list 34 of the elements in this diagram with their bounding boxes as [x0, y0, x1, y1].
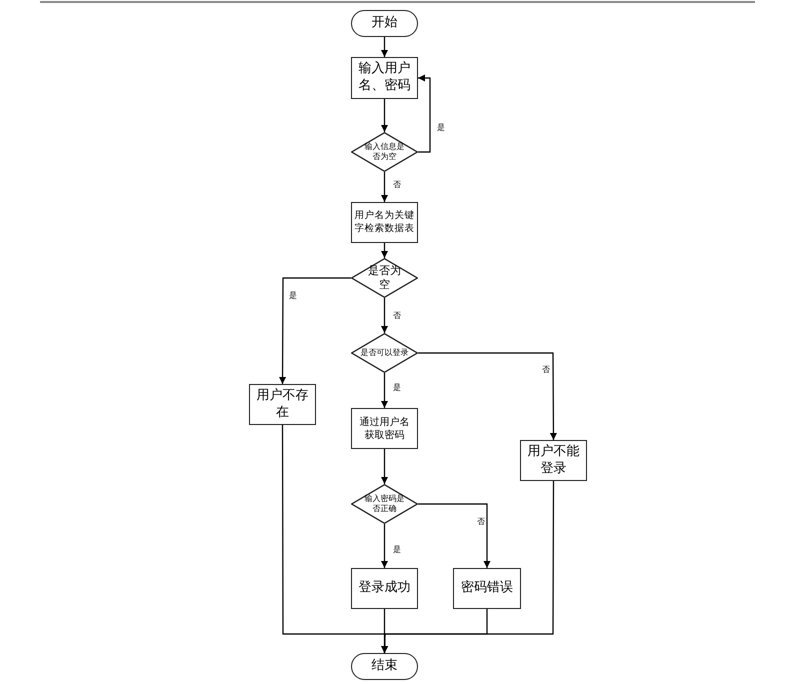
decision-diamond: 是否可以登录: [351, 333, 418, 373]
arrow: [381, 481, 554, 654]
process-box: 通过用户名获取密码: [351, 408, 418, 449]
decision-diamond: 输入信息是否为空: [351, 132, 418, 172]
arrow: [418, 352, 557, 440]
arrow: [418, 74, 431, 153]
edge-label: 是: [393, 546, 401, 554]
arrow: [381, 524, 388, 568]
decision-diamond: 是否为空: [351, 258, 418, 298]
process-box: 用户不存在: [249, 384, 316, 425]
terminal-shape: 开始: [351, 10, 418, 37]
edge-label: 否: [393, 312, 401, 320]
arrow: [418, 503, 490, 568]
arrow: [381, 172, 388, 202]
arrow: [279, 277, 351, 384]
edge-label: 是: [393, 384, 401, 392]
edge-label: 是: [437, 124, 445, 132]
arrow: [381, 99, 388, 132]
arrow: [381, 449, 388, 484]
edge-label: 否: [542, 366, 550, 374]
process-box: 用户名为关键字检索数据表: [351, 202, 418, 243]
decision-diamond: 输入密码是否正确: [351, 484, 418, 524]
edge-label: 是: [289, 292, 297, 300]
edge-label: 否: [477, 518, 485, 526]
arrow: [381, 373, 388, 408]
edge-label: 否: [393, 181, 401, 189]
arrow: [381, 298, 388, 333]
arrow: [381, 243, 388, 258]
process-box: 用户不能登录: [520, 440, 587, 481]
process-box: 输入用户名、密码: [351, 57, 418, 99]
process-box: 登录成功: [351, 568, 418, 609]
arrow: [381, 37, 388, 57]
terminal-shape: 结束: [351, 653, 418, 680]
process-box: 密码错误: [453, 568, 521, 609]
